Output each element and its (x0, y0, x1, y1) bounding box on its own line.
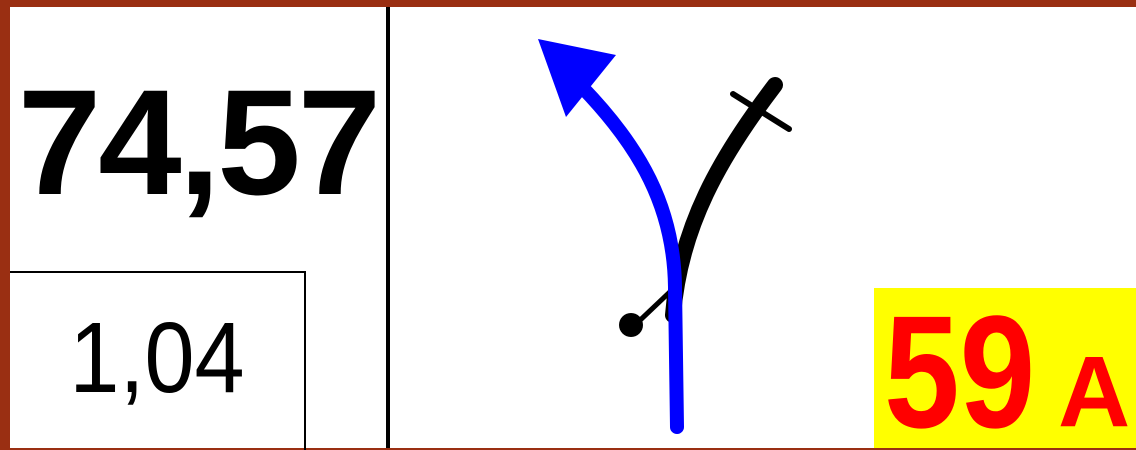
route-arrow-icon (538, 39, 684, 434)
partial-distance-box: 1,04 (10, 271, 306, 450)
waypoint-number: 59 (884, 288, 1036, 449)
total-distance: 74,57 (17, 58, 381, 226)
partial-distance: 1,04 (69, 302, 245, 414)
roadbook-panel: 74,57 1,04 59 A (10, 7, 1136, 450)
waypoint-suffix: A (1058, 336, 1131, 448)
tulip-diagram (538, 39, 792, 434)
side-track-icon (665, 77, 792, 323)
waypoint-badge: 59 A (874, 288, 1136, 448)
distance-column: 74,57 1,04 (10, 7, 390, 450)
